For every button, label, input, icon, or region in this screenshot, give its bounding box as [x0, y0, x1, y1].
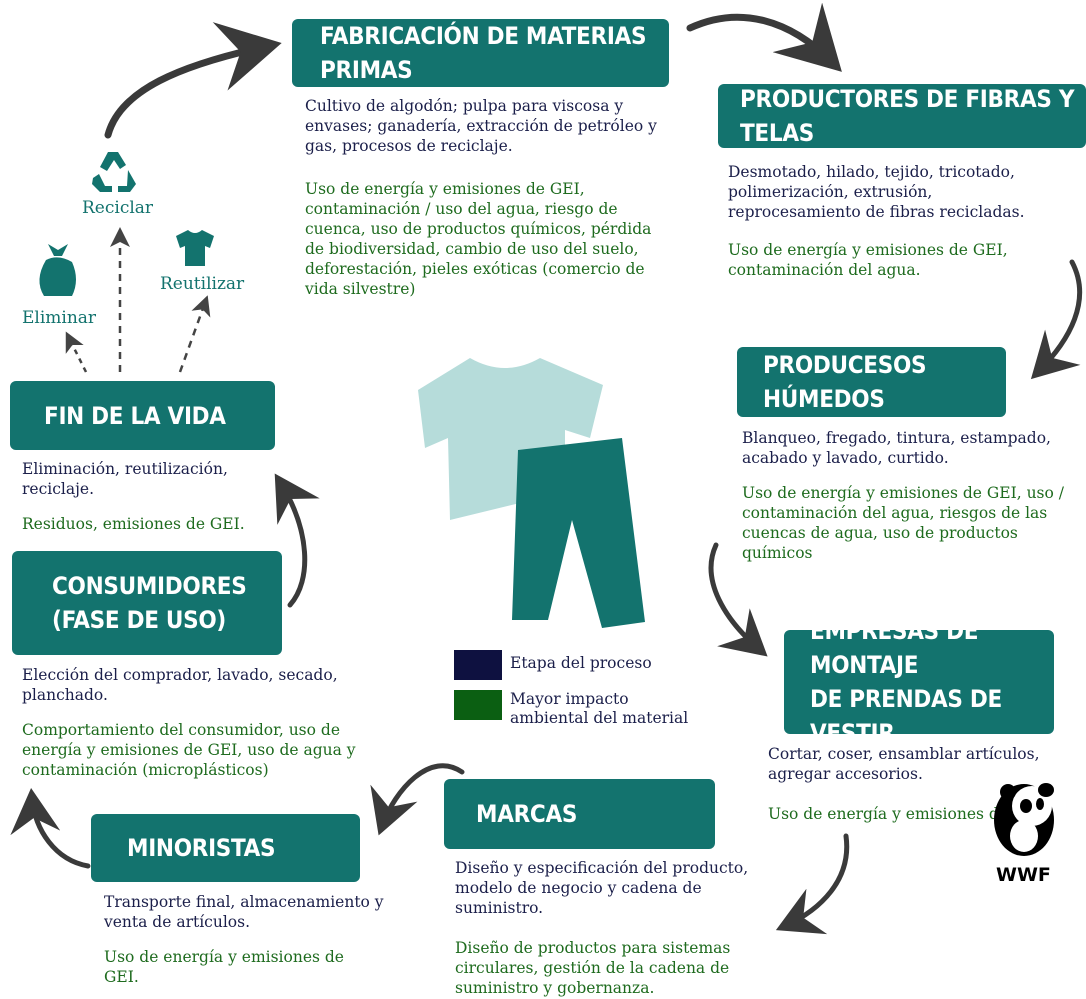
stage-consumers-title: CONSUMIDORES (FASE DE USO) — [12, 551, 282, 655]
arrow-fiber-to-wet — [1030, 259, 1083, 380]
reuse-shirt-icon — [176, 230, 214, 266]
stage-end-of-life-title: FIN DE LA VIDA — [10, 381, 275, 450]
stage-end-of-life-title-text: FIN DE LA VIDA — [44, 401, 226, 430]
stage-consumers-impact: Comportamiento del consumidor, uso de en… — [22, 721, 356, 779]
reuse-label: Reutilizar — [160, 274, 245, 294]
arrow-brands-to-retailers — [370, 763, 465, 836]
stage-wet-processes-title: PRODUCESOS HÚMEDOS — [737, 347, 1006, 417]
arrow-assembly-to-brands — [775, 833, 850, 935]
stage-brands-title-text: MARCAS — [476, 800, 578, 828]
stage-wet-processes-impact: Uso de energía y emisiones de GEI, uso /… — [742, 484, 1064, 562]
stage-brands-process: Diseño y especificación del producto, mo… — [455, 859, 749, 917]
stage-garment-assembly-title-line1: EMPRESAS DE MONTAJE — [810, 617, 979, 679]
stage-fiber-producers-process: Desmotado, hilado, tejido, tricotado, po… — [728, 163, 1025, 221]
stage-retailers-impact: Uso de energía y emisiones de GEI. — [104, 948, 344, 986]
arrow-end-to-reuse — [178, 295, 211, 373]
stage-retailers-process: Transporte final, almacenamiento y venta… — [104, 893, 384, 931]
dispose-label: Eliminar — [22, 308, 97, 328]
arrow-end-to-dispose — [65, 331, 88, 373]
stage-raw-materials-impact: Uso de energía y emisiones de GEI, conta… — [305, 180, 652, 298]
stage-brands-impact: Diseño de productos para sistemas circul… — [455, 939, 731, 997]
stage-fiber-producers-impact: Uso de energía y emisiones de GEI, conta… — [728, 241, 1008, 279]
wwf-panda-logo — [994, 783, 1054, 856]
legend-impact-swatch — [454, 690, 502, 720]
legend-impact-label-line1: Mayor impacto — [510, 690, 629, 708]
recycle-label: Reciclar — [82, 198, 154, 218]
stage-end-of-life-impact: Residuos, emisiones de GEI. — [22, 515, 245, 533]
arrow-retailers-to-consumers — [10, 788, 91, 869]
stage-wet-processes-title-text: PRODUCESOS HÚMEDOS — [763, 351, 927, 413]
arrow-wet-to-assembly — [708, 542, 768, 657]
stage-wet-processes-process: Blanqueo, fregado, tintura, estampado, a… — [742, 429, 1051, 467]
stage-retailers-title-text: MINORISTAS — [127, 834, 276, 862]
stage-garment-assembly-title-line2: DE PRENDAS DE VESTIR — [810, 685, 1002, 747]
stage-end-of-life-process: Eliminación, reutilización, reciclaje. — [22, 460, 228, 498]
arrow-raw-to-fiber — [686, 2, 842, 72]
stage-consumers-title-line2: (FASE DE USO) — [52, 606, 226, 634]
arrow-recycle-to-raw — [104, 22, 282, 139]
stage-garment-assembly-process: Cortar, coser, ensamblar artículos, agre… — [768, 745, 1040, 783]
legend-process-swatch — [454, 650, 502, 680]
stage-consumers-process: Elección del comprador, lavado, secado, … — [22, 666, 338, 704]
recycle-icon — [92, 152, 136, 192]
trash-bag-icon — [39, 244, 76, 296]
stage-raw-materials-process: Cultivo de algodón; pulpa para viscosa y… — [305, 97, 657, 155]
stage-raw-materials-title-text: FABRICACIÓN DE MATERIAS PRIMAS — [320, 22, 647, 84]
arrow-consumers-to-end-of-life — [274, 473, 320, 608]
stage-consumers-title-line1: CONSUMIDORES — [52, 572, 247, 600]
stage-fiber-producers-title: PRODUCTORES DE FIBRAS Y TELAS — [718, 84, 1086, 148]
stage-retailers-title: MINORISTAS — [91, 814, 360, 882]
stage-garment-assembly-title: EMPRESAS DE MONTAJE DE PRENDAS DE VESTIR — [784, 617, 1054, 747]
stage-fiber-producers-title-text: PRODUCTORES DE FIBRAS Y TELAS — [740, 85, 1075, 147]
stage-garment-assembly-impact: Uso de energía y emisiones de GEI — [768, 805, 1043, 823]
stage-brands-title: MARCAS — [444, 779, 715, 849]
pants-icon — [512, 438, 645, 628]
legend-impact-label-line2: ambiental del material — [510, 709, 689, 727]
wwf-logo-text: WWF — [996, 864, 1051, 886]
legend-process-label: Etapa del proceso — [510, 654, 652, 672]
stage-raw-materials-title: FABRICACIÓN DE MATERIAS PRIMAS — [292, 19, 669, 87]
